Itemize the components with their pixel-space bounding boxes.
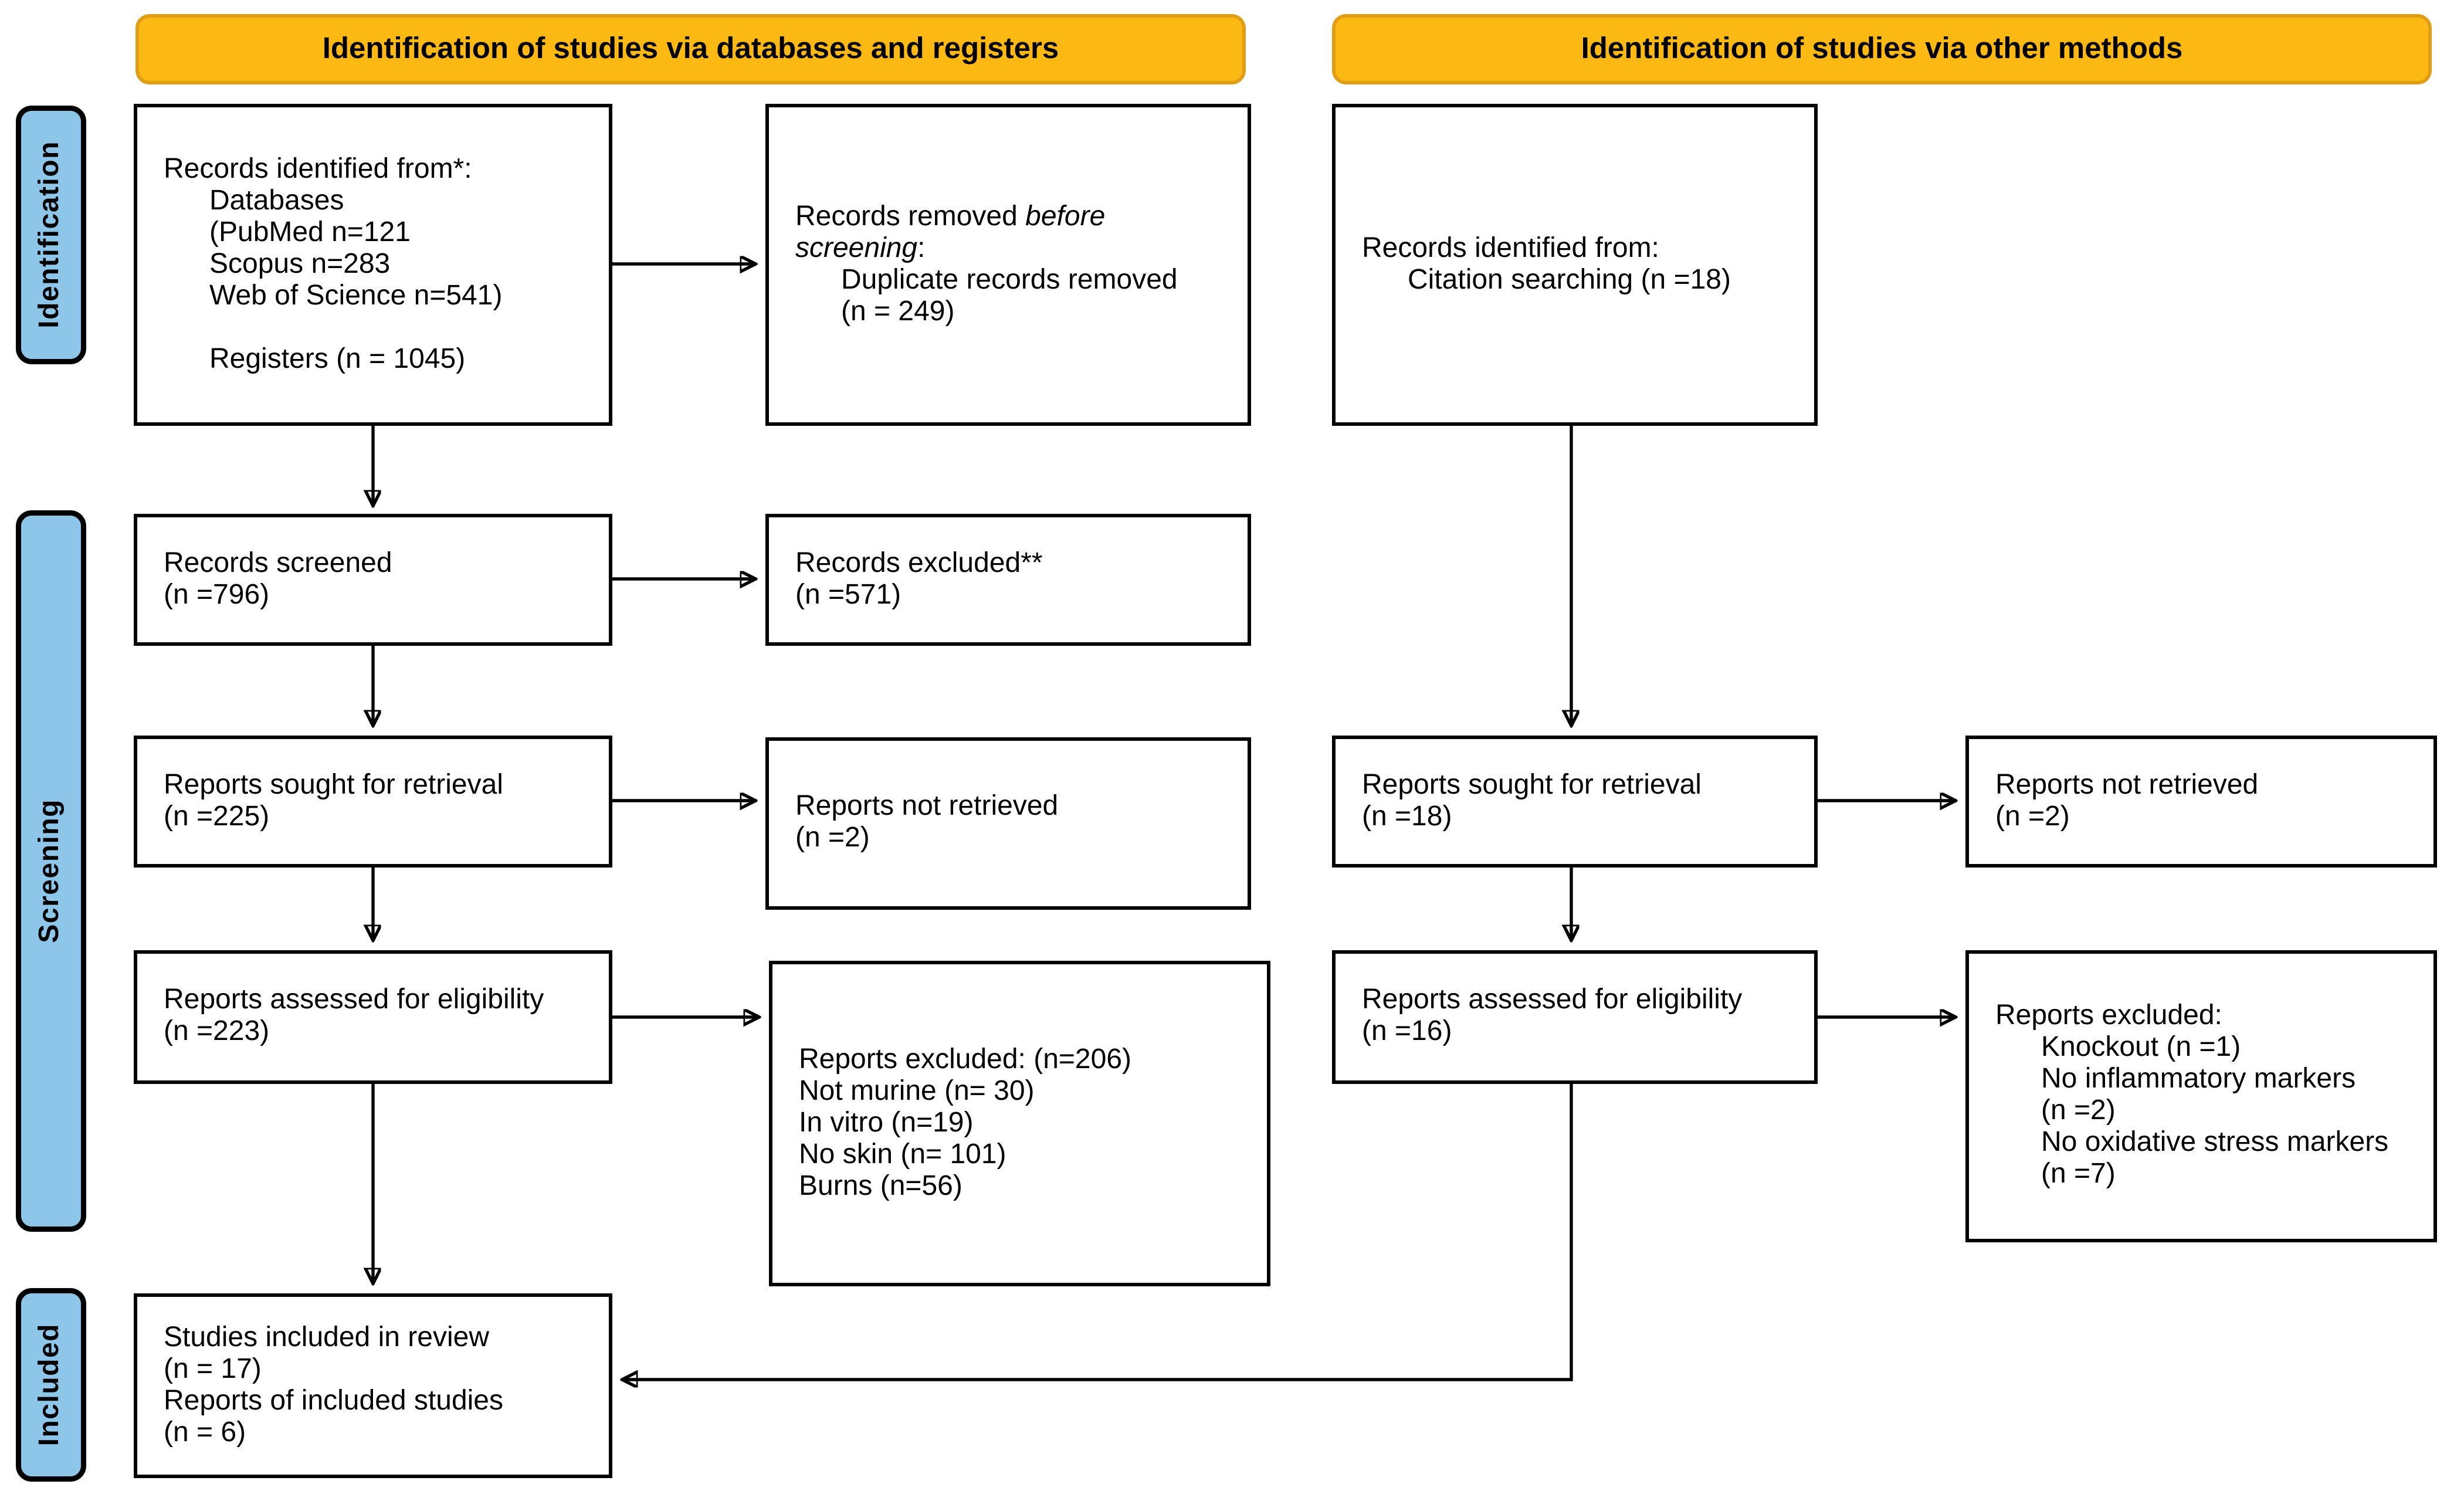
box-line: Records identified from:	[1362, 233, 1659, 263]
blank-line	[164, 313, 595, 344]
box-line: (n =571)	[795, 580, 901, 610]
banner-databases-registers: Identification of studies via databases …	[135, 14, 1246, 84]
box-line: No skin (n= 101)	[799, 1139, 1006, 1170]
stage-label-screening: Screening	[16, 510, 86, 1232]
box-line: Records removed before	[795, 202, 1233, 233]
box-line: (n = 249)	[841, 296, 955, 327]
stage-label-identification: Identification	[16, 106, 86, 364]
box-reports-assessed-other: Reports assessed for eligibility (n =16)	[1332, 950, 1818, 1084]
banner-databases-registers-label: Identification of studies via databases …	[322, 32, 1059, 65]
box-line: Studies included in review	[164, 1322, 489, 1353]
banner-other-methods-label: Identification of studies via other meth…	[1581, 32, 2183, 65]
box-line: Web of Science n=541)	[209, 280, 503, 311]
box-line: (n =225)	[164, 801, 270, 832]
box-line: (n =7)	[2041, 1160, 2116, 1190]
stage-label-included-text: Included	[35, 1323, 65, 1446]
box-reports-not-retrieved-databases: Reports not retrieved (n =2)	[765, 737, 1251, 910]
box-line-italic: screening	[795, 233, 918, 263]
box-reports-not-retrieved-other: Reports not retrieved (n =2)	[1965, 736, 2437, 868]
box-records-screened: Records screened (n =796)	[134, 514, 612, 646]
box-line-text: Records removed	[795, 201, 1026, 232]
box-line: (n =223)	[164, 1017, 270, 1047]
box-line: Reports assessed for eligibility	[164, 985, 544, 1015]
box-line: Reports sought for retrieval	[1362, 770, 1702, 800]
box-line: Records identified from*:	[164, 154, 472, 184]
stage-label-identification-text: Identification	[35, 141, 65, 329]
box-line: Records excluded**	[795, 548, 1043, 578]
box-line: Reports assessed for eligibility	[1362, 985, 1743, 1015]
stage-label-screening-text: Screening	[35, 799, 65, 943]
box-line: Burns (n=56)	[799, 1171, 962, 1201]
box-studies-included: Studies included in review (n = 17) Repo…	[134, 1293, 612, 1478]
box-reports-assessed-databases: Reports assessed for eligibility (n =223…	[134, 950, 612, 1084]
stage-label-included: Included	[16, 1288, 86, 1482]
box-line-text: :	[917, 233, 926, 263]
box-line: (n =16)	[1362, 1017, 1452, 1047]
box-line: Reports excluded:	[1995, 1001, 2222, 1031]
box-line: Duplicate records removed	[841, 265, 1178, 295]
box-line-italic: before	[1025, 201, 1106, 232]
box-line: (n = 17)	[164, 1354, 262, 1384]
box-line: (n =2)	[795, 824, 870, 853]
box-line: Scopus n=283	[209, 249, 391, 279]
box-line: Reports sought for retrieval	[164, 770, 503, 800]
box-records-identified-databases: Records identified from*: Databases (Pub…	[134, 104, 612, 426]
box-line: screening:	[795, 233, 1233, 265]
box-line: Not murine (n= 30)	[799, 1076, 1035, 1106]
box-reports-excluded-other: Reports excluded: Knockout (n =1) No inf…	[1965, 950, 2437, 1242]
box-line: (n =796)	[164, 580, 270, 610]
box-records-identified-other: Records identified from: Citation search…	[1332, 104, 1818, 426]
box-line: Records screened	[164, 548, 392, 578]
box-line: Reports of included studies	[164, 1385, 503, 1416]
box-records-removed-before-screening: Records removed before screening: Duplic…	[765, 104, 1251, 426]
box-line: In vitro (n=19)	[799, 1107, 974, 1138]
box-line: Reports not retrieved	[1995, 770, 2259, 800]
box-line: Citation searching (n =18)	[1408, 265, 1731, 295]
box-line: No inflammatory markers	[2041, 1065, 2356, 1095]
box-line: Registers (n = 1045)	[209, 344, 466, 374]
box-line: (n =2)	[2041, 1096, 2116, 1126]
box-line: No oxidative stress markers	[2041, 1128, 2389, 1158]
box-line: (PubMed n=121	[209, 217, 411, 248]
box-reports-excluded-databases: Reports excluded: (n=206) Not murine (n=…	[769, 961, 1270, 1286]
box-line: Databases	[209, 185, 344, 216]
box-reports-sought-databases: Reports sought for retrieval (n =225)	[134, 736, 612, 868]
box-line: Reports not retrieved	[795, 792, 1059, 822]
box-reports-sought-other: Reports sought for retrieval (n =18)	[1332, 736, 1818, 868]
banner-other-methods: Identification of studies via other meth…	[1332, 14, 2432, 84]
box-line: (n =18)	[1362, 801, 1452, 832]
box-line: (n = 6)	[164, 1417, 246, 1448]
box-line: (n =2)	[1995, 801, 2070, 832]
box-line: Knockout (n =1)	[2041, 1033, 2241, 1063]
box-records-excluded: Records excluded** (n =571)	[765, 514, 1251, 646]
box-line: Reports excluded: (n=206)	[799, 1044, 1131, 1075]
